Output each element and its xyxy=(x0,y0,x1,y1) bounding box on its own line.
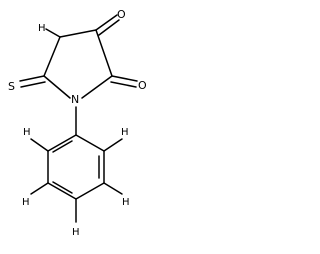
bond-h-meta-left xyxy=(30,182,49,195)
atom-oxygen-ketone: O xyxy=(117,8,126,21)
bond-c3-c2 xyxy=(95,29,113,77)
amide-carbonyl xyxy=(110,75,138,88)
atom-hydrogen-ortho-right: H xyxy=(121,127,129,138)
phenyl-h-bonds xyxy=(30,138,123,223)
phenyl-ring xyxy=(47,134,105,200)
bond-c2-o-1 xyxy=(111,75,138,82)
bond-ch2-c3 xyxy=(59,29,97,38)
bond-h-ortho-left xyxy=(30,138,49,152)
bond-h-ortho-right xyxy=(103,138,123,152)
atom-hydrogen-meta-right: H xyxy=(122,197,130,208)
phenyl-double-2 xyxy=(52,181,73,194)
phenyl-double-3 xyxy=(52,140,73,153)
phenyl-bond-1 xyxy=(75,134,105,152)
pyrrolidine-ring xyxy=(43,29,113,99)
bond-c2-n xyxy=(81,75,113,99)
atom-hydrogen-ortho-left: H xyxy=(23,127,31,138)
bond-h-meta-right xyxy=(103,182,123,195)
bond-c5-s-1 xyxy=(19,75,45,82)
bond-h-ch2 xyxy=(45,28,61,38)
atom-sulfur: S xyxy=(8,80,15,93)
bond-c3-o-1 xyxy=(95,14,118,31)
atom-hydrogen-meta-left: H xyxy=(22,197,30,208)
bond-c5-ch2 xyxy=(43,36,61,77)
atom-oxygen-amide: O xyxy=(138,79,147,92)
thione-bond xyxy=(19,75,46,88)
atom-hydrogen-ch2: H xyxy=(38,23,46,34)
bond-c2-o-2 xyxy=(110,81,137,88)
bond-c5-s-2 xyxy=(20,81,46,88)
atom-hydrogen-para: H xyxy=(72,227,80,238)
phenyl-bond-3 xyxy=(75,182,105,200)
phenyl-bond-4 xyxy=(47,182,77,200)
phenyl-bond-6 xyxy=(47,134,77,152)
atom-nitrogen: N xyxy=(71,93,79,106)
bond-c3-o-2 xyxy=(98,19,120,36)
bond-n-c5 xyxy=(43,75,71,99)
ketone-carbonyl xyxy=(95,14,120,36)
chemical-structure: O O S N H H H H H H xyxy=(8,8,147,238)
